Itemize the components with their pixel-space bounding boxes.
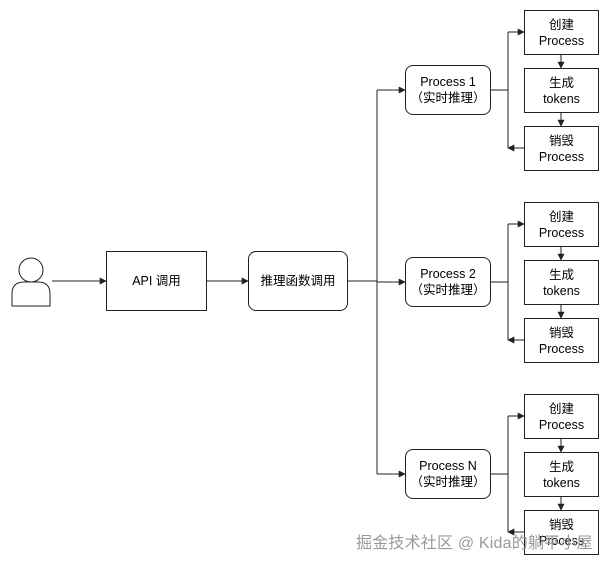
step-subtitle: Process [538,149,585,164]
inference-function-call-label: 推理函数调用 [260,274,336,288]
api-call-label: API 调用 [132,274,181,288]
step-title: 创建 [548,401,574,416]
step-title: 销毁 [548,325,574,340]
watermark: 掘金技术社区 @ Kida的躺平小屋 [356,535,593,552]
user-icon [11,257,51,307]
step-subtitle: Process [538,341,585,356]
step-subtitle: Process [538,225,585,240]
process-1-subtitle: （实时推理） [410,91,486,105]
step-subtitle: Process [538,533,585,548]
step-title: 销毁 [548,517,574,532]
process-2-subtitle: （实时推理） [410,283,486,297]
step-subtitle: tokens [543,283,580,298]
step-subtitle: tokens [543,91,580,106]
process-n-create-step: 创建 Process [524,394,599,439]
process-1-generate-step: 生成 tokens [524,68,599,113]
process-2-generate-step: 生成 tokens [524,260,599,305]
process-2-name: Process 2 [420,267,476,281]
step-subtitle: tokens [543,475,580,490]
step-title: 销毁 [548,133,574,148]
process-1-box: Process 1 （实时推理） [405,65,491,115]
step-subtitle: Process [538,417,585,432]
process-n-destroy-step: 销毁 Process [524,510,599,555]
process-2-create-step: 创建 Process [524,202,599,247]
step-title: 创建 [548,209,574,224]
process-2-box: Process 2 （实时推理） [405,257,491,307]
step-title: 生成 [548,267,574,282]
inference-function-call-box: 推理函数调用 [248,251,348,311]
process-1-destroy-step: 销毁 Process [524,126,599,171]
step-title: 生成 [548,459,574,474]
process-1-create-step: 创建 Process [524,10,599,55]
process-n-name: Process N [419,459,477,473]
process-1-name: Process 1 [420,75,476,89]
process-2-destroy-step: 销毁 Process [524,318,599,363]
step-title: 创建 [548,17,574,32]
api-call-box: API 调用 [106,251,207,311]
step-title: 生成 [548,75,574,90]
process-n-subtitle: （实时推理） [410,475,486,489]
process-n-generate-step: 生成 tokens [524,452,599,497]
step-subtitle: Process [538,33,585,48]
process-n-box: Process N （实时推理） [405,449,491,499]
